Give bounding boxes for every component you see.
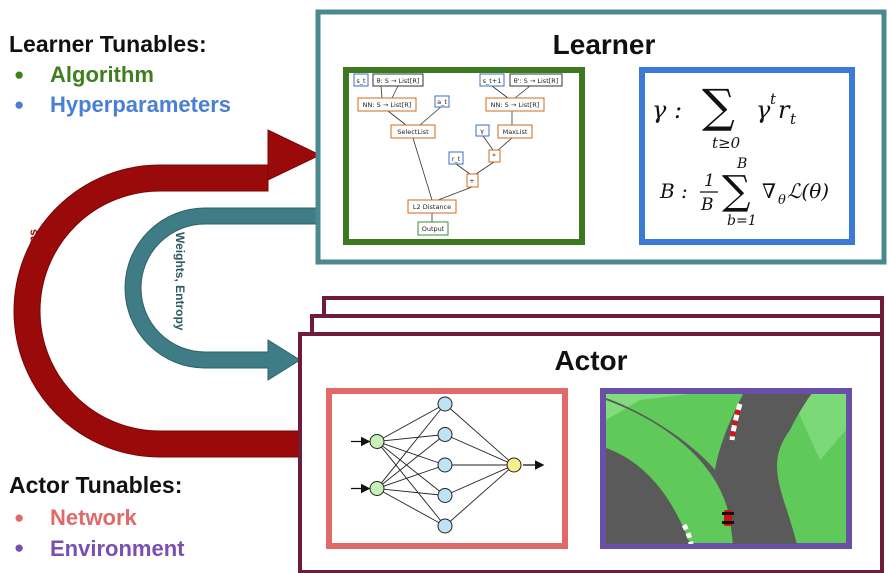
network-edge: [444, 403, 515, 466]
network-edge: [376, 488, 446, 496]
node-nn1: NN: S → List[R]: [357, 97, 417, 112]
svg-text:1: 1: [704, 171, 715, 191]
algorithm-box: [343, 67, 585, 245]
svg-text:b=1: b=1: [727, 213, 757, 229]
network-edge: [376, 403, 446, 442]
svg-text:Output: Output: [422, 225, 445, 233]
network-neuron: [506, 457, 522, 473]
environment-label: Environment: [50, 536, 185, 561]
race-track: [606, 394, 812, 544]
network-neuron: [437, 457, 453, 473]
rewards-states-actions-arrow: [13, 129, 322, 458]
svg-text:B: B: [736, 156, 747, 172]
hyperparameters-bullet: ●: [14, 95, 24, 114]
learner-tunables-title: Learner Tunables:: [9, 31, 207, 57]
svg-text:t: t: [790, 110, 797, 128]
learner-title: Learner: [553, 29, 656, 60]
network-neuron: [437, 518, 453, 534]
node-mul: *: [488, 149, 501, 163]
network-edge: [376, 434, 446, 442]
network-graph: [351, 396, 545, 534]
svg-text:r: r: [778, 96, 791, 124]
svg-text:∇: ∇: [762, 179, 776, 203]
svg-text:B :: B :: [659, 179, 688, 203]
node-rt: r_t: [448, 151, 464, 165]
svg-text:NN: S → List[R]: NN: S → List[R]: [491, 101, 540, 109]
node-l2: L2 Distance: [407, 199, 457, 214]
node-gamma: γ: [475, 124, 490, 137]
svg-text:L2 Distance: L2 Distance: [413, 203, 451, 211]
svg-text:θ': S → List[R]: θ': S → List[R]: [514, 77, 559, 85]
node-theta: θ: S → List[R]: [372, 73, 424, 87]
algorithm-bullet: ●: [14, 65, 24, 84]
svg-text:γ: γ: [480, 127, 484, 135]
svg-text:a_t: a_t: [437, 98, 447, 106]
environment-scene: [606, 394, 846, 544]
node-st: s_t: [353, 73, 369, 87]
network-edge: [376, 464, 446, 489]
actor-tunables-title: Actor Tunables:: [9, 472, 182, 498]
svg-text:B: B: [700, 195, 714, 215]
network-neuron: [369, 481, 385, 496]
svg-text:θ: θ: [778, 193, 786, 208]
node-at: a_t: [434, 95, 450, 108]
network-label: Network: [50, 505, 138, 530]
node-maxlist: MaxList: [497, 124, 533, 139]
network-edge: [376, 441, 446, 466]
network-neuron: [437, 396, 453, 412]
network-edge: [444, 464, 515, 496]
node-st1: s_t+1: [479, 73, 505, 87]
algorithm-graph: [380, 85, 531, 222]
network-edge: [376, 403, 446, 489]
algorithm-label: Algorithm: [50, 62, 154, 87]
svg-text:+: +: [469, 177, 474, 185]
svg-text:*: *: [492, 152, 496, 160]
hyperparameters-box: [639, 67, 855, 245]
network-edge: [376, 441, 446, 496]
svg-text:ℒ(θ): ℒ(θ): [787, 179, 829, 203]
svg-text:s_t: s_t: [356, 77, 366, 85]
svg-text:∑: ∑: [702, 79, 735, 133]
network-edge: [376, 488, 446, 527]
hyperparameters-label: Hyperparameters: [50, 92, 231, 117]
node-thetap: θ': S → List[R]: [509, 73, 563, 87]
svg-text:t≥0: t≥0: [712, 134, 741, 152]
svg-text:SelectList: SelectList: [397, 128, 429, 136]
svg-text:NN: S → List[R]: NN: S → List[R]: [363, 101, 412, 109]
svg-text:∑: ∑: [722, 168, 751, 214]
network-bullet: ●: [14, 508, 24, 527]
svg-text:r_t: r_t: [452, 155, 461, 163]
svg-text:MaxList: MaxList: [503, 128, 528, 136]
network-neuron: [437, 427, 453, 442]
svg-text:s_t+1: s_t+1: [483, 77, 502, 85]
weights-entropy-label: Weights, Entropy: [173, 232, 187, 331]
svg-text:γ :: γ :: [652, 96, 682, 124]
node-select: SelectList: [390, 124, 436, 139]
environment-bullet: ●: [14, 538, 24, 557]
node-add: +: [466, 173, 479, 188]
rewards-states-actions-label: Rewards, States, Actions: [26, 229, 40, 372]
node-output: Output: [417, 221, 449, 236]
network-edge: [444, 434, 515, 466]
actor-title: Actor: [554, 345, 627, 376]
network-edge: [376, 434, 446, 489]
svg-text:θ: S → List[R]: θ: S → List[R]: [377, 77, 420, 85]
node-nn2: NN: S → List[R]: [485, 97, 545, 112]
network-edge: [444, 464, 515, 527]
weights-entropy-arrow: [124, 207, 319, 381]
network-neuron: [369, 434, 385, 449]
svg-text:γ: γ: [756, 96, 771, 124]
network-neuron: [437, 488, 453, 503]
network-edge: [376, 441, 446, 527]
svg-text:t: t: [770, 90, 777, 108]
hyperparameters-math: γ : ∑ t≥0 γ t r t B : 1 B B ∑ b=1 ∇ θ ℒ(…: [652, 79, 829, 229]
